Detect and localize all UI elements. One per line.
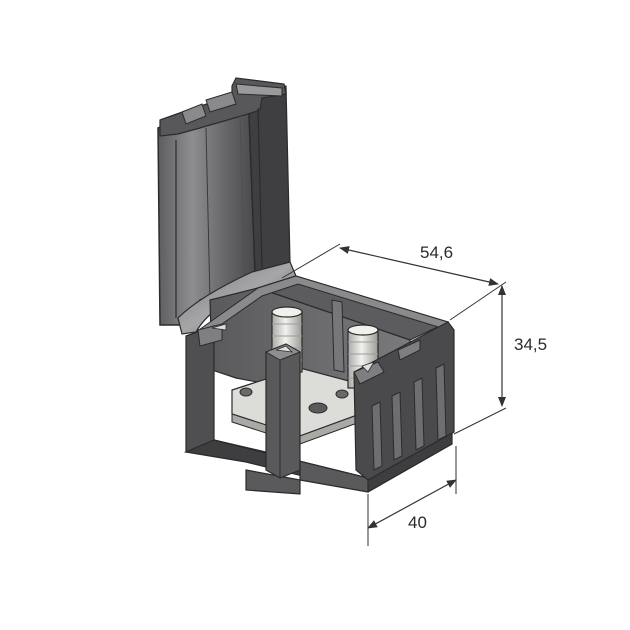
center-divider xyxy=(264,343,302,479)
dimension-width-label: 40 xyxy=(408,513,427,532)
ribbed-side-wall xyxy=(353,321,455,481)
dimension-height-label: 34,5 xyxy=(514,335,547,354)
dimension-length-label: 54,6 xyxy=(420,243,453,262)
dimension-width: 40 xyxy=(367,446,457,546)
hinged-lid xyxy=(157,77,297,335)
box-body xyxy=(183,275,455,495)
dimension-height: 34,5 xyxy=(453,285,547,435)
dimension-length: 54,6 xyxy=(281,243,507,321)
